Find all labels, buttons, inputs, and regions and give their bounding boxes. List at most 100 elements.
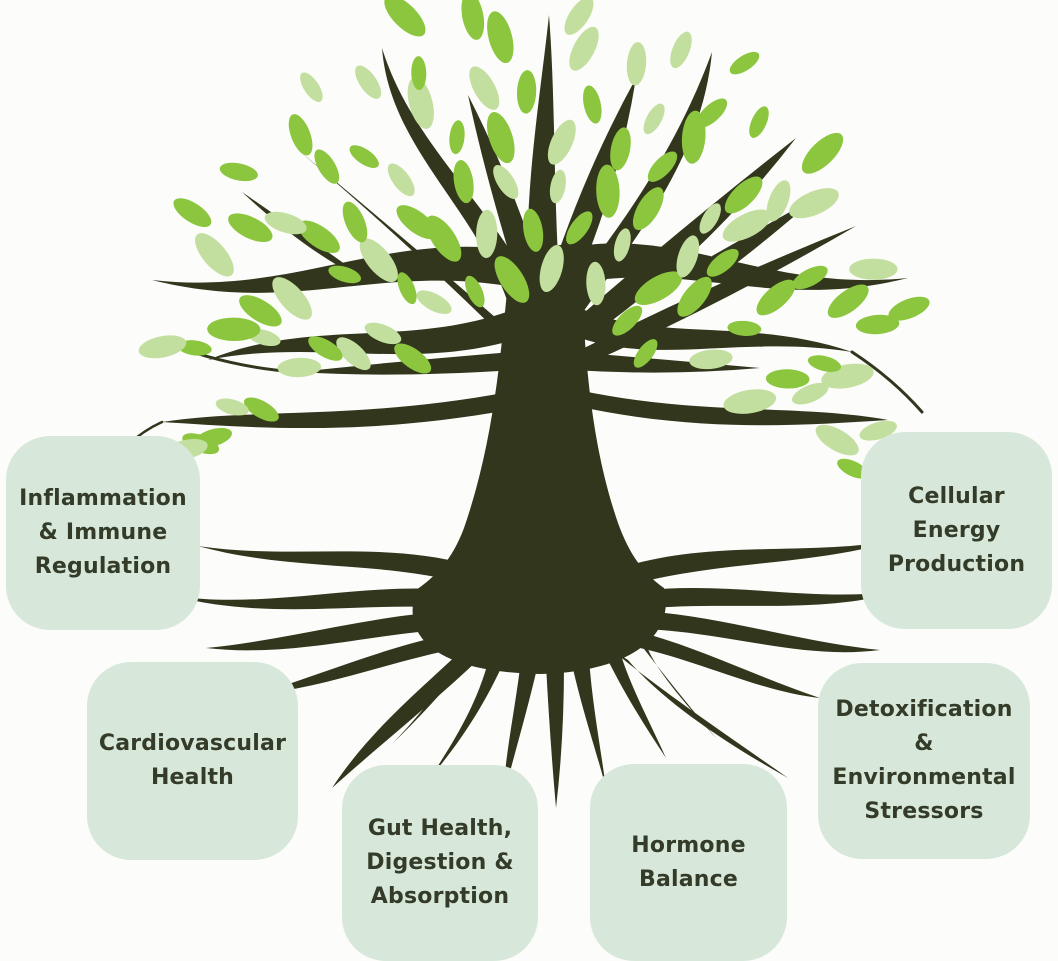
leaf: [396, 205, 437, 240]
leaf: [855, 314, 900, 335]
card-text-line: Inflammation: [19, 486, 187, 511]
leaf: [696, 98, 728, 128]
leaf: [549, 169, 566, 204]
leaf: [676, 235, 700, 278]
leaf: [586, 261, 606, 306]
leaf: [397, 272, 417, 305]
leaf: [177, 340, 212, 356]
leaf: [228, 213, 273, 243]
leaf: [461, 0, 485, 40]
card-text-line: Gut Health,: [367, 816, 513, 841]
leaf: [539, 245, 564, 292]
leaf: [416, 290, 452, 314]
leaf: [138, 335, 187, 359]
leaf: [215, 398, 249, 416]
leaf: [583, 85, 602, 124]
tree-roots: [174, 540, 904, 808]
leaf: [837, 458, 869, 479]
card-text-line: Environmental: [832, 765, 1016, 790]
card-hormone-balance: Hormone Balance: [590, 764, 787, 961]
leaf: [407, 77, 434, 129]
card-inflammation-immune-regulation: Inflammation & Immune Regulation: [6, 436, 200, 630]
leaf: [342, 201, 368, 243]
leaf: [801, 132, 844, 174]
leaf: [394, 343, 432, 374]
leaf: [807, 355, 842, 372]
leaf: [670, 31, 692, 69]
card-text-line: & Immune: [38, 520, 168, 545]
card-text-line: &: [914, 731, 934, 756]
leaf: [453, 160, 474, 204]
leaf: [827, 284, 869, 318]
leaf: [314, 149, 340, 184]
leaf: [689, 349, 733, 370]
leaf: [792, 265, 828, 290]
leaf: [308, 336, 343, 361]
leaf: [888, 296, 930, 321]
leaf: [387, 163, 415, 197]
leaf: [766, 180, 791, 222]
card-text-line: Energy: [912, 517, 1001, 543]
tree-leaves: [138, 0, 930, 479]
leaf: [277, 357, 322, 378]
card-cellular-energy-production: Cellular Energy Production: [861, 432, 1052, 629]
leaf: [727, 320, 762, 336]
leaf: [647, 151, 678, 182]
leaf: [765, 369, 810, 389]
leaf: [336, 337, 371, 371]
leaf: [724, 176, 763, 214]
leaf: [547, 119, 576, 165]
card-text-line: Regulation: [34, 554, 172, 579]
leaf: [384, 0, 426, 37]
leaf: [566, 211, 593, 245]
leaf: [328, 265, 362, 284]
leaf: [359, 238, 398, 283]
leaf: [465, 275, 485, 308]
tree-trunk-branches: [118, 15, 924, 674]
leaf: [243, 397, 279, 422]
leaf: [288, 114, 313, 156]
card-text-line: Cellular: [908, 483, 1005, 509]
leaf: [264, 211, 307, 235]
leaf: [516, 70, 537, 114]
leaf: [789, 188, 839, 219]
card-text-line: Production: [887, 551, 1026, 577]
leaf: [494, 256, 530, 303]
leaf: [300, 72, 323, 102]
leaf: [569, 26, 599, 71]
leaf: [749, 106, 769, 138]
leaf: [610, 127, 631, 171]
leaf: [449, 120, 465, 155]
leaf: [643, 103, 665, 135]
leaf: [564, 0, 594, 35]
leaf: [219, 162, 258, 182]
leaf: [195, 233, 234, 277]
leaf: [173, 198, 212, 227]
leaf: [699, 203, 721, 234]
leaf: [207, 317, 261, 342]
leaf: [493, 164, 519, 200]
card-text-line: Detoxification: [835, 697, 1013, 722]
card-detoxification-environmental-stressors: Detoxification & Environmental Stressors: [818, 663, 1030, 859]
card-text-line: Health: [150, 765, 235, 790]
leaf: [613, 228, 631, 262]
leaf: [612, 305, 643, 336]
leaf: [596, 164, 620, 218]
card-text-line: Stressors: [864, 799, 984, 824]
leaf: [364, 322, 402, 345]
leaf: [729, 51, 760, 75]
leaf: [791, 382, 829, 405]
leaf: [626, 42, 647, 86]
leaf: [476, 209, 498, 259]
leaf: [633, 339, 658, 368]
card-text-line: Balance: [638, 866, 739, 892]
leaf: [815, 424, 859, 456]
leaf: [522, 208, 544, 252]
leaf: [756, 279, 796, 316]
card-gut-health-digestion-absorption: Gut Health, Digestion & Absorption: [342, 765, 538, 961]
card-text-line: Absorption: [370, 884, 510, 909]
card-text-line: Hormone: [631, 832, 746, 858]
card-cardiovascular-health: Cardiovascular Health: [87, 662, 298, 860]
